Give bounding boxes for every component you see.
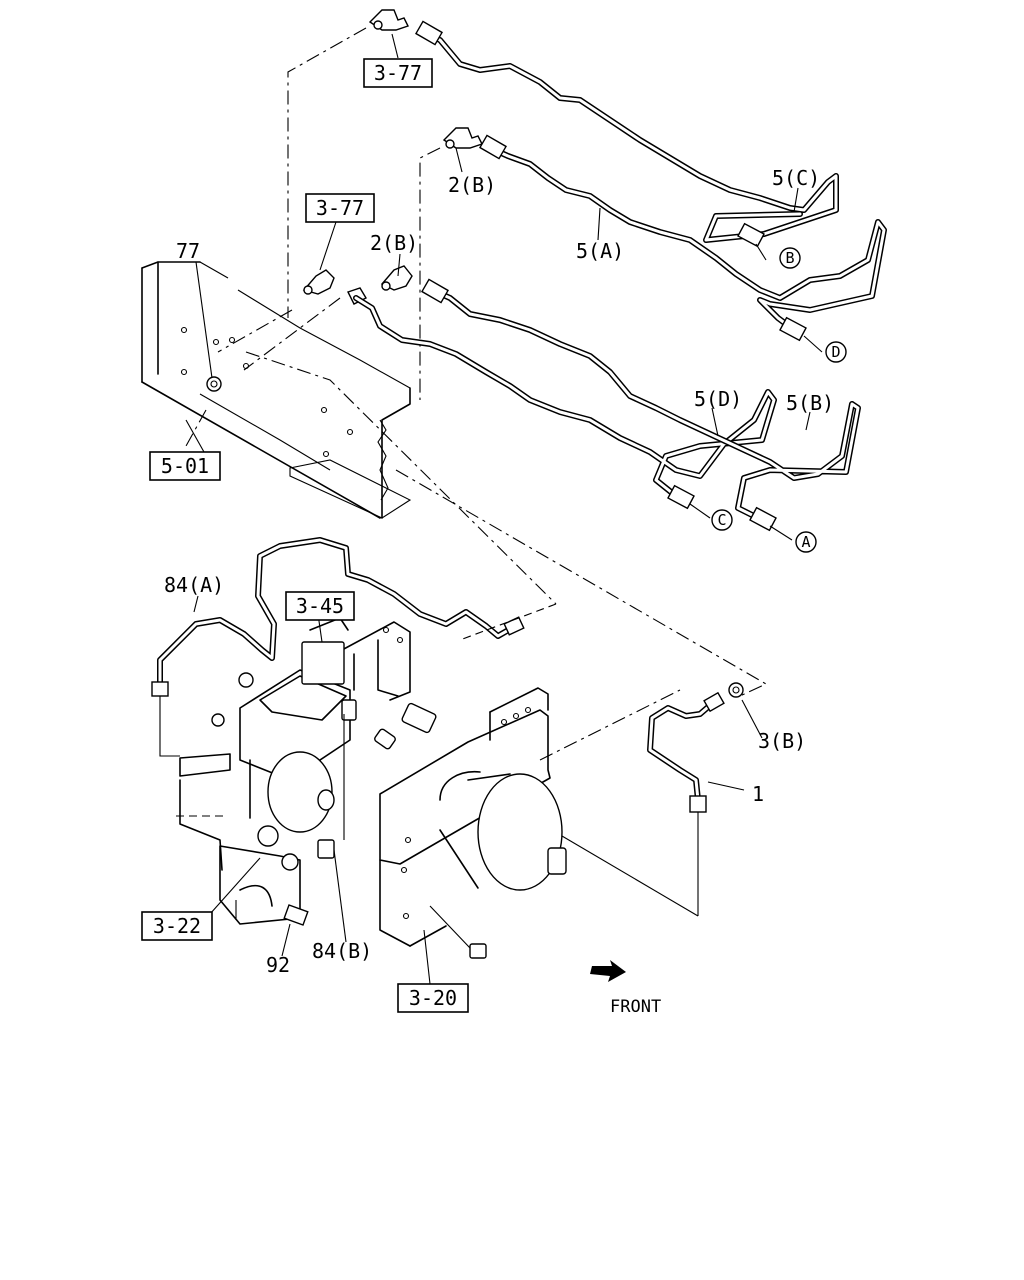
ref-box-3-77-mid: 3-77 [305,193,375,223]
pipe-5a [487,145,887,333]
fitting-end-d [779,316,807,342]
fittings-lower [317,699,487,959]
ref-box-3-77-top: 3-77 [363,58,433,88]
marker-a: A [795,531,817,553]
marker-d-text: D [831,343,840,361]
fitting-start-5b [421,278,449,304]
fitting-end-a [749,506,777,532]
marker-c-text: C [717,511,726,529]
fitting-start-5a [479,134,507,160]
label-77: 77 [176,239,200,263]
marker-c: C [711,509,733,531]
ref-3-20-text: 3-20 [409,986,457,1010]
marker-a-text: A [801,533,810,551]
ref-3-77-mid-text: 3-77 [316,196,364,220]
label-84b: 84(B) [312,939,372,963]
fitting-end-b [737,222,765,248]
guide-lines-lower [159,603,681,920]
connector-fitting-2b-lower [380,265,413,291]
label-2b-lower: 2(B) [370,231,418,255]
label-3b: 3(B) [758,729,806,753]
ref-3-77-top-text: 3-77 [374,61,422,85]
frame-rail [141,261,412,519]
connector-fitting-top [368,9,409,31]
connector-fitting-377-mid [302,269,335,295]
valve-body [239,617,351,833]
leader-lines [185,33,823,985]
pipe-1 [561,691,725,917]
label-92: 92 [266,953,290,977]
ref-box-3-22: 3-22 [141,911,213,941]
label-84a: 84(A) [164,573,224,597]
marker-d: D [825,341,847,363]
ref-3-45-text: 3-45 [296,594,344,618]
guide-lines-upper [185,27,768,697]
ref-box-5-01: 5-01 [149,451,221,481]
nut-77 [206,376,222,392]
ref-3-22-text: 3-22 [153,914,201,938]
fitting-start-5c [415,20,443,46]
ref-box-3-20: 3-20 [397,983,469,1013]
fitting-end-c [667,484,695,510]
front-direction-arrow-icon [590,960,626,982]
ref-5-01-text: 5-01 [161,454,209,478]
pipe-5b [429,287,861,521]
front-bracket [379,687,551,947]
air-tank [439,771,567,891]
ref-box-3-45: 3-45 [285,591,355,621]
nut-3b [728,682,744,698]
label-5a: 5(A) [576,239,624,263]
crossmember-bracket [341,621,411,701]
label-5d: 5(D) [694,387,742,411]
label-5b: 5(B) [786,391,834,415]
label-2b-upper: 2(B) [448,173,496,197]
front-label: FRONT [610,997,661,1017]
connector-fitting-2b-upper [442,127,483,149]
modulator-unit [179,672,309,926]
marker-b: B [779,247,801,269]
label-1: 1 [752,782,764,806]
pipe-5c [421,31,839,243]
pipe-5d [353,295,777,499]
pipe-84a [151,537,525,697]
label-5c: 5(C) [772,166,820,190]
marker-b-text: B [785,249,794,267]
